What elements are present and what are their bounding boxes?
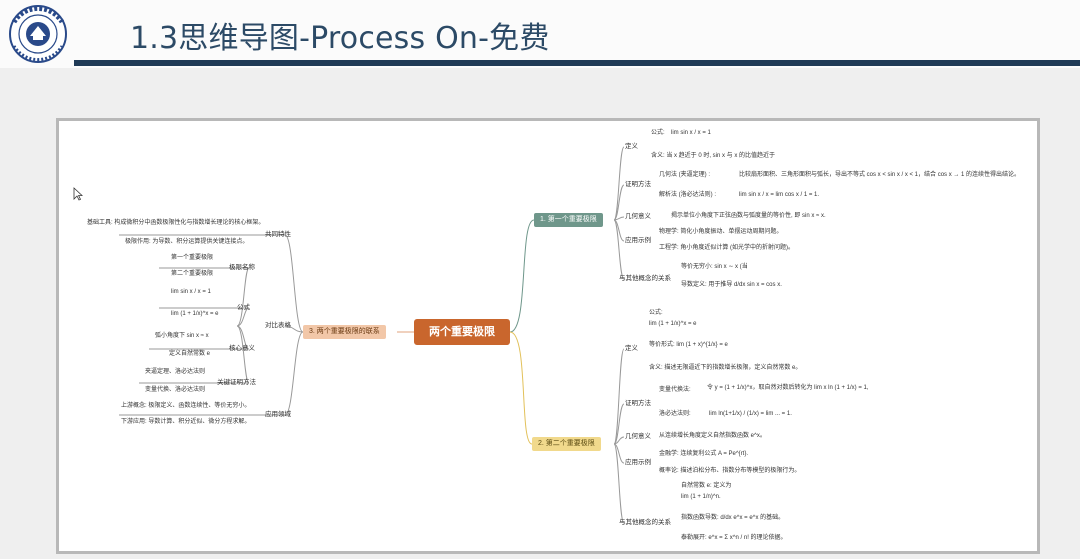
mindmap-connectors xyxy=(119,146,625,524)
b2-series: 泰勒展开: e^x = Σ x^n / n! 的理论依据。 xyxy=(681,535,787,541)
mindmap-canvas[interactable]: 两个重要极限 1. 第一个重要极限 2. 第二个重要极限 3. 两个重要极限的联… xyxy=(56,118,1040,554)
b2-geometric-node[interactable]: 几何意义 xyxy=(625,433,651,440)
b3-core1: 弧小角度下 sin x ≈ x xyxy=(155,333,209,339)
mindmap-center-node[interactable]: 两个重要极限 xyxy=(414,319,510,345)
b1-meaning: 含义: 当 x 趋近于 0 时, sin x 与 x 的比值趋近于 xyxy=(651,153,776,159)
b3-name1: 第一个重要极限 xyxy=(171,255,214,261)
b3-f1: lim sin x / x = 1 xyxy=(171,289,211,295)
b2-equiv: 等价形式: lim (1 + x)^{1/x} = e xyxy=(649,342,728,348)
b1-rel2: 导数定义: 用于推导 d/dx sin x = cos x. xyxy=(681,282,782,288)
b2-nat-formula: lim (1 + 1/n)^n. xyxy=(681,494,721,500)
b3-common1: 基础工具: 构成微积分中函数极限性化与指数增长理论的核心框架。 xyxy=(87,220,265,226)
b2-app-node[interactable]: 应用示例 xyxy=(625,459,651,466)
b3-f2: lim (1 + 1/x)^x = e xyxy=(171,311,219,317)
b3-name2: 第二个重要极限 xyxy=(171,271,214,277)
b2-formula-key: 公式: xyxy=(649,310,663,316)
b2-rel-node[interactable]: 与其他概念的关系 xyxy=(619,519,671,526)
b2-lhopital-formula: lim ln(1+1/x) / (1/x) = lim ... = 1. xyxy=(709,411,792,417)
slide-header: 1.3思维导图-Process On-免费 xyxy=(0,0,1080,68)
b3-method-key: 关键证明方法 xyxy=(217,379,256,386)
b3-method1: 夹逼定理、洛必达法则 xyxy=(145,369,206,375)
b2-sub-desc: 令 y = (1 + 1/x)^x，取自然对数后转化为 lim x ln (1 … xyxy=(707,385,869,391)
b3-formula-key: 公式 xyxy=(237,304,250,311)
b1-def-node[interactable]: 定义 xyxy=(625,143,638,150)
b3-app2: 下游应用: 导数计算、积分近似、微分方程求解。 xyxy=(121,419,251,425)
b2-exp: 指数函数导数: d/dx e^x = e^x 的基础。 xyxy=(681,515,785,521)
b1-geo-desc: 比较扇形面积、三角形面积与弧长，导出不等式 cos x < sin x / x … xyxy=(739,172,1021,178)
b1-analytic-formula: lim sin x / x = lim cos x / 1 = 1. xyxy=(739,192,820,198)
b1-formula-key: 公式: xyxy=(651,130,665,136)
b3-common-node[interactable]: 共同特性 xyxy=(265,231,291,238)
b3-compare-node[interactable]: 对比表格 xyxy=(265,322,291,329)
slide-title: 1.3思维导图-Process On-免费 xyxy=(130,21,550,56)
b2-formula: lim (1 + 1/x)^x = e xyxy=(649,321,697,327)
branch-first-limit[interactable]: 1. 第一个重要极限 xyxy=(534,213,603,227)
b1-proof-node[interactable]: 证明方法 xyxy=(625,181,651,188)
branch-connection[interactable]: 3. 两个重要极限的联系 xyxy=(303,325,386,339)
b3-method2: 变量代换、洛必达法则 xyxy=(145,387,206,393)
b1-rel1: 等价无穷小: sin x ∼ x (当 xyxy=(681,264,748,270)
b1-geometric-node[interactable]: 几何意义 xyxy=(625,213,651,220)
b3-common2: 极限作用: 为导数、积分运算提供关键连接点。 xyxy=(125,239,249,245)
b3-name-key: 极限名称 xyxy=(229,264,255,271)
b1-eng: 工程学: 角小角度近似计算 (如光学中的折射问题)。 xyxy=(659,245,794,251)
branch-second-limit[interactable]: 2. 第二个重要极限 xyxy=(532,437,601,451)
b1-phys: 物理学: 简化小角度振动、单摆运动周期问题。 xyxy=(659,229,783,235)
b2-prob: 概率论: 描述泊松分布、指数分布等模型的极限行为。 xyxy=(659,468,801,474)
b2-geometric-desc: 从连续增长角度定义自然指数函数 e^x。 xyxy=(659,433,766,439)
mouse-pointer-icon xyxy=(73,187,83,201)
b1-app-node[interactable]: 应用示例 xyxy=(625,237,651,244)
b3-core2: 定义自然常数 e xyxy=(169,351,211,357)
university-seal-logo xyxy=(4,4,72,64)
b2-sub: 变量代换法: xyxy=(659,387,691,393)
b3-app1: 上游概念: 极限定义、函数连续性、等价无穷小。 xyxy=(121,403,251,409)
b1-rel-node[interactable]: 与其他概念的关系 xyxy=(619,275,671,282)
b2-lhopital: 洛必达法则: xyxy=(659,411,691,417)
b1-analytic: 解析法 (洛必达法则) : xyxy=(659,192,716,198)
header-rule xyxy=(74,60,1080,66)
b1-formula: lim sin x / x = 1 xyxy=(671,130,711,136)
b3-apps-node[interactable]: 应用领域 xyxy=(265,411,291,418)
b2-proof-node[interactable]: 证明方法 xyxy=(625,400,651,407)
b2-nat: 自然常数 e: 定义为 xyxy=(681,483,732,489)
b3-core-key: 核心意义 xyxy=(229,345,255,352)
b2-fin: 金融学: 连续复利公式 A = Pe^{rt}. xyxy=(659,451,749,457)
b2-def-node[interactable]: 定义 xyxy=(625,345,638,352)
b1-geometric-desc: 揭示单位小角度下正弦函数与弧度量的等价性, 即 sin x ≈ x. xyxy=(671,213,826,219)
b1-geo: 几何法 (夹逼定理) : xyxy=(659,172,710,178)
b2-meaning: 含义: 描述无限逼近下的指数增长极限，定义自然常数 e。 xyxy=(649,365,802,371)
